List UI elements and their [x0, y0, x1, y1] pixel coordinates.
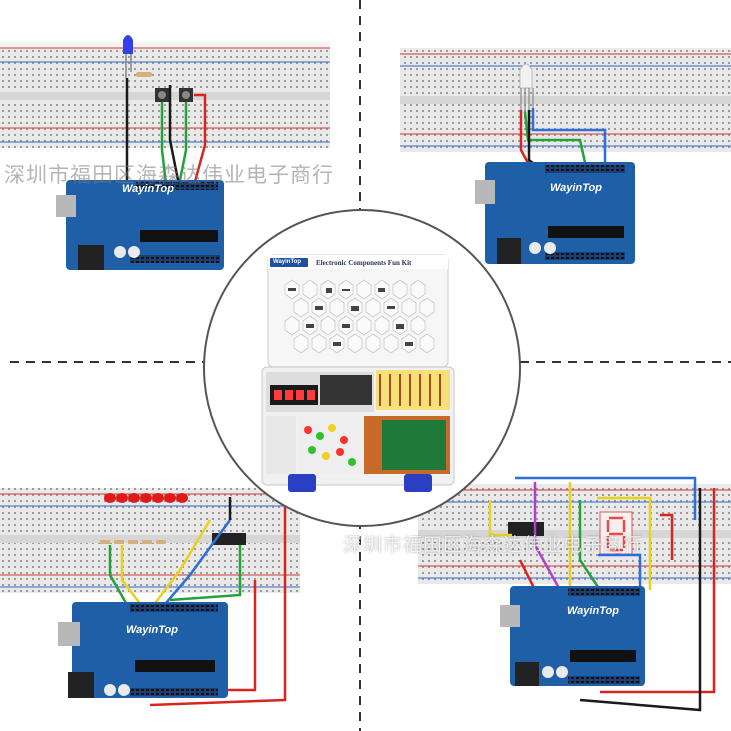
resistor-row-icon	[100, 540, 166, 544]
breadboard-bottom-right	[418, 484, 731, 584]
kit-title-label: Electronic Components Fun Kit	[316, 259, 412, 267]
seven-segment-display-icon	[599, 511, 633, 555]
component-tray	[261, 366, 455, 492]
board-brand-label-3: WayinTop	[126, 624, 178, 636]
board-brand-label-2: WayinTop	[550, 182, 602, 194]
wires-bottom-left	[108, 497, 287, 707]
breadboard-top-right	[400, 48, 731, 152]
led-icon	[123, 35, 133, 78]
board-brand-label-4: WayinTop	[567, 605, 619, 617]
pushbutton-icon	[155, 88, 193, 102]
arduino-board-bottom-left	[58, 602, 228, 698]
board-brand-label-1: WayinTop	[122, 183, 174, 195]
resistor-icon	[136, 72, 152, 77]
watermark-top: 深圳市福田区海森达伟业电子商行	[4, 163, 334, 187]
quadrant-dividers	[10, 0, 731, 731]
shift-register-chip-icon	[212, 533, 246, 545]
watermark-bottom: 深圳市福田区海森达伟业电子商行	[343, 534, 644, 556]
arduino-board-top-left	[56, 180, 224, 270]
kit-brand-label: WayinTop	[273, 259, 301, 265]
rgb-led-icon	[519, 63, 534, 112]
arduino-board-bottom-right	[500, 586, 645, 686]
red-led-row-icon	[104, 493, 188, 503]
arduino-board-top-right	[475, 162, 635, 264]
component-kit-box	[267, 254, 449, 368]
